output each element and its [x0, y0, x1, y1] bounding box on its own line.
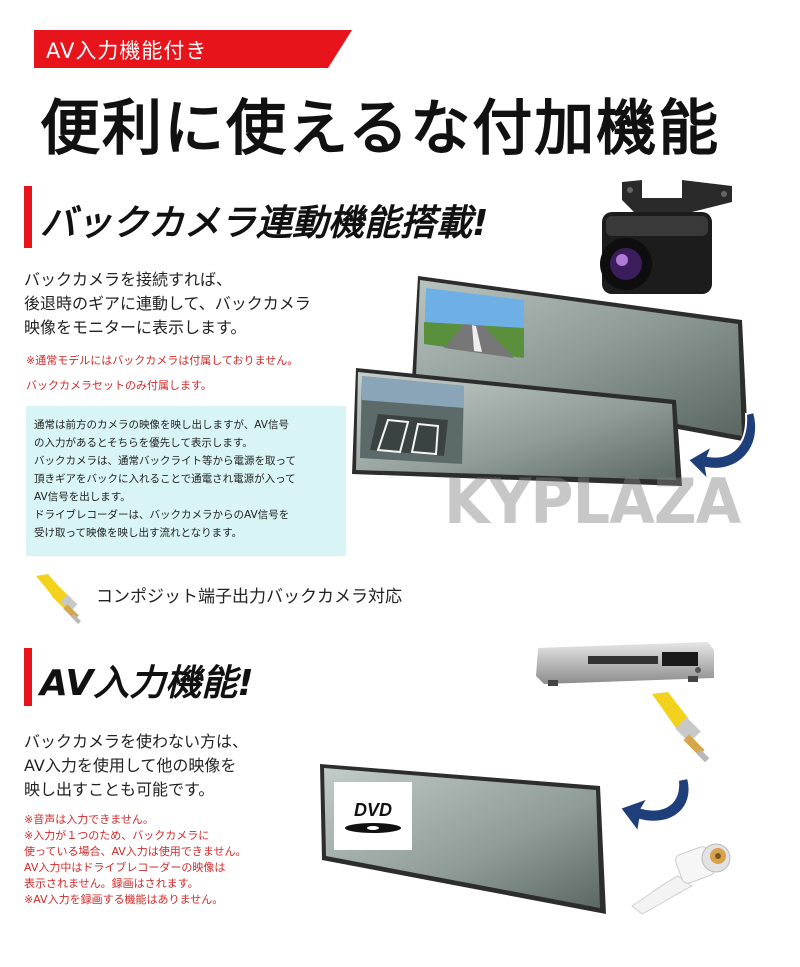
av-input-notes: ※音声は入力できません。 ※入力が１つのため、バックカメラに 使っている場合、A…: [24, 813, 247, 906]
av-input-section-title: AV入力機能!: [40, 663, 254, 704]
curved-arrow-icon: [618, 776, 691, 834]
info-box: 通常は前方のカメラの映像を映し出しますが、AV信号 の入力があるとそちらを優先し…: [26, 406, 346, 556]
section-marker: [24, 186, 32, 248]
av-input-description: バックカメラを使わない方は、 AV入力を使用して他の映像を 映し出すことも可能で…: [24, 732, 249, 799]
dvd-logo-text: DVD: [354, 800, 392, 820]
backcamera-note-2: バックカメラセットのみ付属します。: [26, 379, 212, 392]
feature-tag: AV入力機能付き: [34, 30, 352, 68]
backcamera-section-title: バックカメラ連動機能搭載!: [40, 203, 489, 244]
rca-plug-icon: [652, 692, 710, 763]
tag-background: [34, 30, 352, 68]
watermark-text: KYPLAZA: [444, 465, 741, 538]
feature-tag-label: AV入力機能付き: [46, 39, 208, 63]
dvd-player-image: [536, 642, 714, 686]
rca-jack-icon: [631, 843, 731, 915]
backcamera-note-1: ※通常モデルにはバックカメラは付属しておりません。: [26, 354, 299, 367]
mirror-monitor-backcamera-view: [352, 368, 682, 486]
page-headline: 便利に使えるな付加機能: [40, 94, 721, 164]
mirror-monitor-dvd-view: DVD: [320, 764, 606, 914]
section-marker: [24, 648, 32, 706]
back-camera-image: [600, 180, 732, 294]
info-box-text: 通常は前方のカメラの映像を映し出しますが、AV信号 の入力があるとそちらを優先し…: [34, 419, 296, 539]
composite-support-label: コンポジット端子出力バックカメラ対応: [96, 587, 402, 607]
backcamera-description: バックカメラを接続すれば、 後退時のギアに連動して、バックカメラ 映像をモニター…: [24, 270, 311, 337]
rca-connector-icon: [36, 574, 81, 624]
curved-arrow-icon: [686, 410, 758, 483]
